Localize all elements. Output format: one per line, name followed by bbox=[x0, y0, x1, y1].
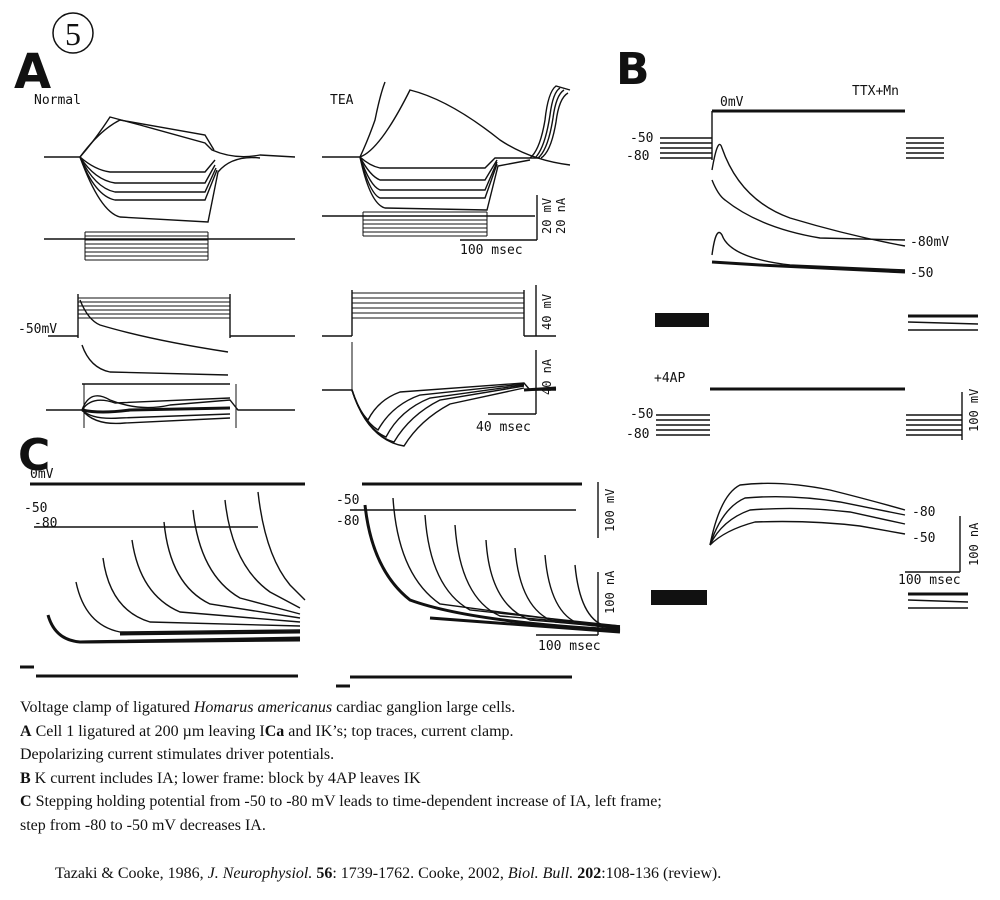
panel-b-low-level-m80: -80 bbox=[626, 427, 649, 442]
panel-b-level-m50: -50 bbox=[630, 131, 653, 146]
caption-line-5: C Stepping holding potential from -50 to… bbox=[20, 793, 662, 810]
panel-a-scale-bot-i: 40 nA bbox=[540, 358, 554, 395]
panel-b-level-m80: -80 bbox=[626, 149, 649, 164]
panel-c: 0mV -50 -80 -50 -80 bbox=[20, 467, 621, 688]
panel-b-4ap-currents bbox=[709, 482, 906, 546]
panel-a-bottom-scale-bar: 40 mV 40 nA 40 msec bbox=[476, 285, 554, 435]
panel-a-tea-title: TEA bbox=[330, 93, 354, 108]
panel-a-top-scale-bar: 20 mV 20 nA 100 msec bbox=[460, 195, 568, 258]
panel-b-low-m50: -50 bbox=[912, 531, 935, 546]
panel-a-normal-current-steps bbox=[84, 231, 209, 261]
panel-a-holding-label: -50mV bbox=[18, 322, 57, 337]
panel-b-drug-label: +4AP bbox=[654, 371, 685, 386]
panel-b-tail-block-left bbox=[655, 313, 709, 327]
panel-a-tea-voltage-traces bbox=[322, 81, 571, 211]
panel-c-right-m80: -80 bbox=[336, 514, 359, 529]
panel-b-low-level-m50: -50 bbox=[630, 407, 653, 422]
caption-line-2: A Cell 1 ligatured at 200 µm leaving ICa… bbox=[20, 722, 514, 740]
panel-label-b: B bbox=[616, 44, 650, 95]
panel-a-tea-clamp-currents bbox=[322, 342, 557, 447]
figure: 5 A B C Normal TEA bbox=[14, 12, 981, 688]
panel-c-scale-t: 100 msec bbox=[538, 639, 601, 654]
panel-a-scale-bot-t: 40 msec bbox=[476, 420, 531, 435]
reference-citation: Tazaki & Cooke, 1986, J. Neurophysiol. 5… bbox=[55, 865, 722, 882]
panel-a-scale-top-i: 20 nA bbox=[554, 197, 568, 234]
panel-label-c: C bbox=[18, 430, 50, 481]
panel-b-4ap-tail-block-left bbox=[651, 590, 707, 605]
panel-b-low-m80: -80 bbox=[912, 505, 935, 520]
panel-a-normal-clamp-steps bbox=[48, 294, 295, 338]
panel-c-zero-label: 0mV bbox=[30, 467, 54, 482]
panel-b-scale-i: 100 nA bbox=[967, 522, 981, 566]
panel-c-left-m80: -80 bbox=[34, 516, 57, 531]
panel-label-a: A bbox=[14, 44, 51, 100]
panel-b: TTX+Mn 0mV -50 -80 -80mV -50 +4AP -50 -8… bbox=[626, 84, 981, 609]
panel-a-normal-title: Normal bbox=[34, 93, 81, 108]
figure-number: 5 bbox=[65, 16, 81, 52]
panel-a-normal-voltage-traces bbox=[44, 116, 296, 240]
panel-a-scale-bot-v: 40 mV bbox=[540, 294, 554, 330]
panel-a-normal-clamp-currents bbox=[46, 299, 295, 428]
panel-b-scale-bars: 100 mV 100 nA 100 msec bbox=[898, 389, 981, 588]
caption-line-1: Voltage clamp of ligatured Homarus ameri… bbox=[20, 699, 516, 716]
panel-b-scale-t: 100 msec bbox=[898, 573, 961, 588]
caption-line-6: step from -80 to -50 mV decreases IA. bbox=[20, 816, 266, 834]
panel-b-zero-label: 0mV bbox=[720, 95, 744, 110]
panel-b-scale-v: 100 mV bbox=[967, 389, 981, 432]
figure-number-circle bbox=[52, 12, 94, 54]
panel-a: Normal TEA bbox=[18, 81, 571, 447]
panel-b-top-title: TTX+Mn bbox=[852, 84, 899, 99]
panel-c-scale-v: 100 mV bbox=[603, 489, 617, 532]
panel-c-left-m50: -50 bbox=[24, 501, 47, 516]
figure-caption: Voltage clamp of ligatured Homarus ameri… bbox=[20, 696, 980, 837]
panel-b-4ap-tail-right bbox=[907, 592, 969, 609]
panel-b-holding-levels bbox=[660, 111, 944, 160]
caption-line-3: Depolarizing current stimulates driver p… bbox=[20, 746, 335, 763]
panel-a-tea-clamp-steps bbox=[322, 290, 556, 337]
panel-c-left-current-traces bbox=[46, 491, 306, 644]
panel-b-tail-right bbox=[907, 314, 979, 331]
panel-b-trace-m80: -80mV bbox=[910, 235, 949, 250]
panel-a-scale-top-t: 100 msec bbox=[460, 243, 523, 258]
caption-line-4: B K current includes IA; lower frame: bl… bbox=[20, 769, 421, 787]
panel-c-right-current-traces bbox=[363, 497, 621, 634]
panel-a-tea-current-steps bbox=[362, 211, 488, 237]
panel-c-scale-bars: 100 mV 100 nA 100 msec bbox=[536, 482, 617, 654]
panel-c-right-m50: -50 bbox=[336, 493, 359, 508]
panel-c-scale-i: 100 nA bbox=[603, 570, 617, 614]
panel-a-scale-top-v: 20 mV bbox=[540, 198, 554, 234]
panel-b-4ap-holding-levels bbox=[656, 414, 962, 436]
panel-b-k-currents bbox=[711, 143, 906, 274]
panel-b-trace-m50: -50 bbox=[910, 266, 933, 281]
